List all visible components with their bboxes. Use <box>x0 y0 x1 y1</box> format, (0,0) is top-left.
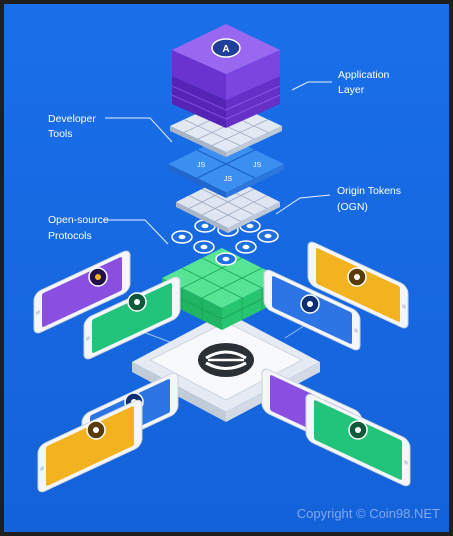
application-layer-cube <box>171 24 281 128</box>
connector-lines <box>103 81 332 245</box>
developer-tools-tiles: JS JS JS JS <box>168 136 284 198</box>
phone-icon-coin <box>300 294 320 314</box>
label-tokens-line2: (OGN) <box>337 201 368 213</box>
label-tokens-line1: Origin Tokens <box>337 185 401 197</box>
label-application-line1: Application <box>338 69 390 81</box>
phone-icon-coin <box>347 267 367 287</box>
grid-tiles-lower <box>176 176 280 233</box>
phone-icon-coin <box>348 420 368 440</box>
token-coin <box>257 229 279 243</box>
label-protocols-line1: Open-source <box>48 214 109 226</box>
label-application-line2: Layer <box>338 84 365 96</box>
origin-logo-icon <box>198 343 254 377</box>
label-protocols-line2: Protocols <box>48 230 92 242</box>
label-developer-line1: Developer <box>48 113 96 125</box>
phone-bottom-left-front <box>37 399 143 493</box>
svg-text:JS: JS <box>224 176 233 183</box>
svg-text:JS: JS <box>197 162 206 169</box>
app-badge-icon: A <box>211 38 241 58</box>
label-developer-line2: Tools <box>48 128 73 140</box>
phone-icon-coin <box>86 420 106 440</box>
phone-icon-coin <box>88 267 108 287</box>
watermark-text: Copyright © Coin98.NET <box>297 506 440 521</box>
phone-bottom-right-front <box>305 393 411 487</box>
token-coin <box>171 230 193 244</box>
app-badge-label: A <box>222 44 229 55</box>
token-coin <box>193 240 215 254</box>
phone-icon-coin <box>127 292 147 312</box>
svg-text:JS: JS <box>253 162 262 169</box>
token-coin <box>235 240 257 254</box>
token-coin <box>215 252 237 266</box>
